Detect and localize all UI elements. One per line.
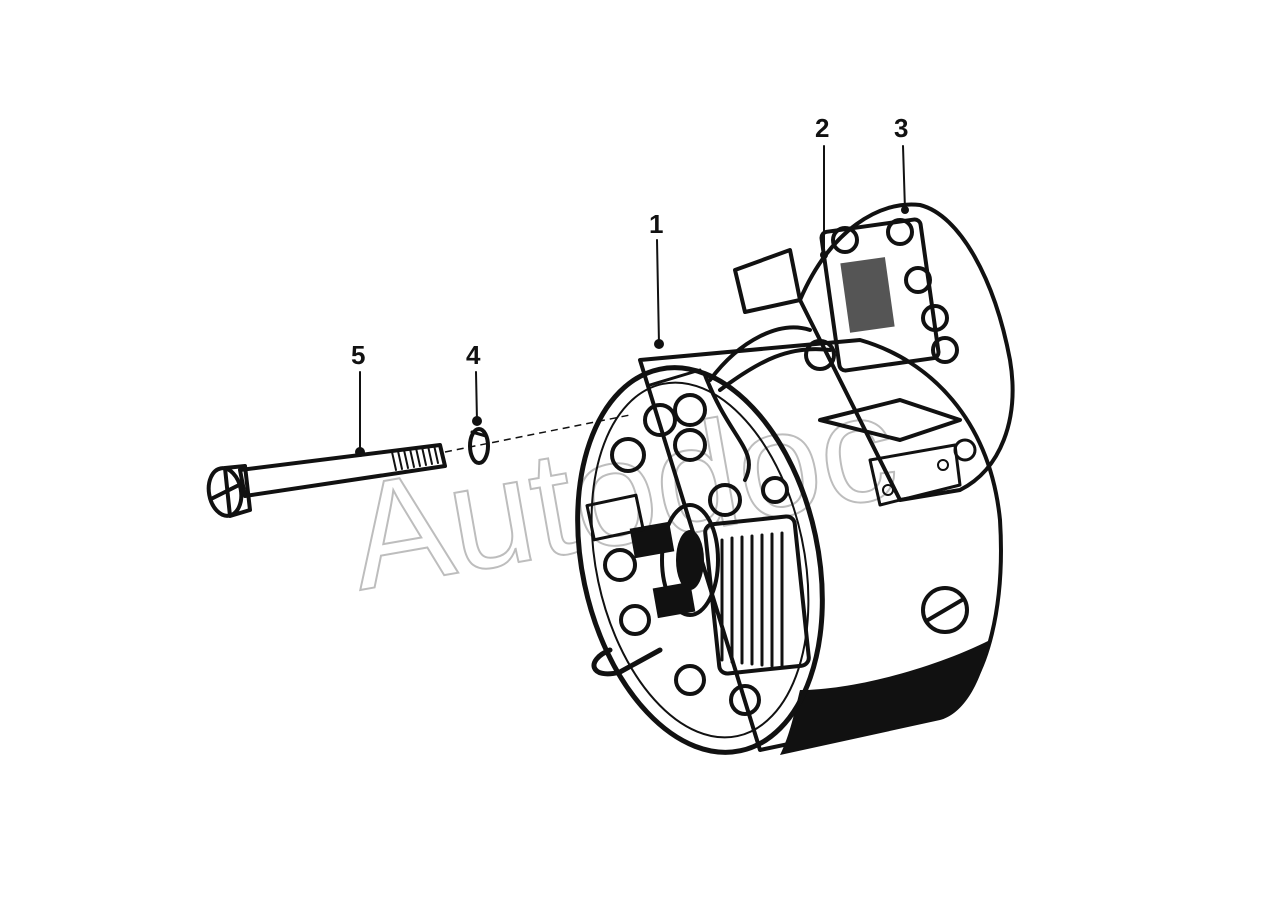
terminal-screws xyxy=(603,393,789,716)
through-bolt xyxy=(206,443,447,518)
callout-3: 3 xyxy=(894,113,908,143)
callout-4: 4 xyxy=(466,340,481,370)
leader-lines xyxy=(355,145,909,457)
generator-housing xyxy=(575,202,1015,755)
field-coil-windings xyxy=(720,531,784,669)
regulator-assembly xyxy=(733,217,977,462)
callout-2: 2 xyxy=(815,113,829,143)
callout-5: 5 xyxy=(351,340,365,370)
assembly-axis-line xyxy=(444,414,631,453)
housing-shadow xyxy=(780,640,990,755)
bolt-thread xyxy=(391,444,439,471)
spring-washer xyxy=(468,427,490,465)
callout-1: 1 xyxy=(649,209,663,239)
